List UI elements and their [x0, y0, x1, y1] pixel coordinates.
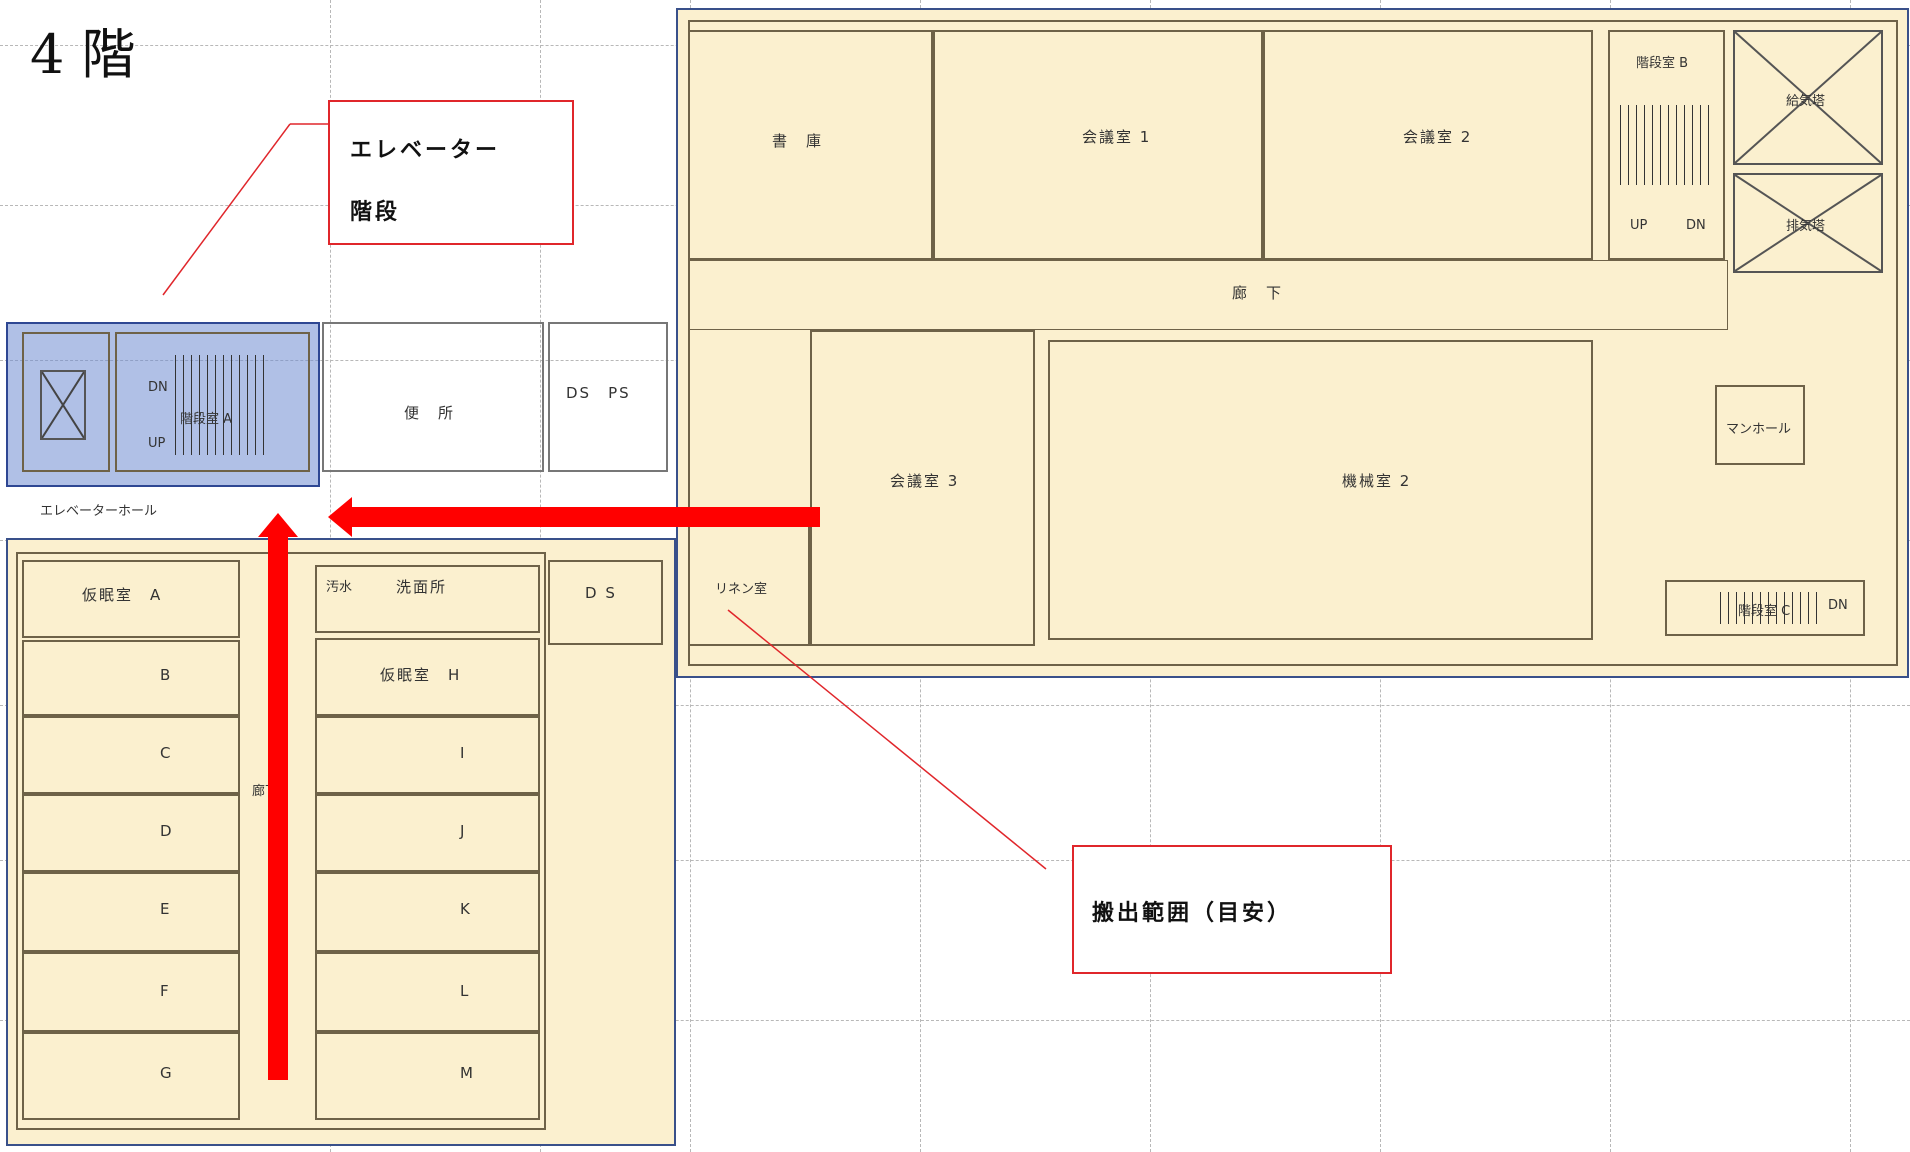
room-temp-a-label: 仮眠室 A	[82, 586, 163, 604]
arrow-horizontal-head	[328, 497, 352, 537]
room-k-label: K	[460, 900, 472, 918]
room-stair-a-label: 階段室 A	[180, 412, 233, 427]
floor-title: 4 階	[30, 23, 136, 86]
callout-stairs-text: 階段	[350, 200, 401, 225]
callout-elevator-stairs: エレベーター 階段	[328, 100, 574, 245]
callout-carry-out-text: 搬出範囲（目安）	[1092, 901, 1293, 926]
corridor-west-label: 廊下	[252, 784, 279, 799]
room-l-label: L	[460, 982, 471, 1000]
room-supply-tower-label: 給気塔	[1786, 94, 1826, 109]
room-d-label: D	[160, 822, 174, 840]
stair-c-dn-label: DN	[1828, 598, 1848, 613]
elevator-hall-label: エレベーターホール	[40, 504, 158, 519]
room-machine2-label: 機械室 2	[1342, 472, 1412, 490]
room-ds-ps-label: DS PS	[566, 384, 631, 402]
room-toilet-label: 便 所	[404, 404, 456, 422]
callout-elevator-leader	[162, 123, 291, 296]
corridor-north-label: 廊 下	[1232, 284, 1284, 302]
room-e-label: E	[160, 900, 172, 918]
room-sink-label: 汚水	[326, 580, 353, 595]
room-j-label: J	[460, 822, 467, 840]
room-i-label: I	[460, 744, 467, 762]
room-c-label: C	[160, 744, 173, 762]
room-washroom-label: 洗面所	[396, 578, 448, 596]
room-exhaust-tower-label: 排気塔	[1786, 219, 1826, 234]
room-meeting3-label: 会議室 3	[890, 472, 960, 490]
stair-b-dn-label: DN	[1686, 218, 1706, 233]
stair-b-up-label: UP	[1630, 218, 1648, 233]
room-b-label: B	[160, 666, 173, 684]
arrow-vertical-head	[258, 513, 298, 537]
room-temp-h-label: 仮眠室 H	[380, 666, 462, 684]
stair-a-up-label: UP	[148, 436, 166, 451]
room-stair-b-label: 階段室 B	[1636, 56, 1689, 71]
room-f-label: F	[160, 982, 171, 1000]
callout-elevator-text: エレベーター	[350, 138, 501, 163]
room-g-label: G	[160, 1064, 174, 1082]
room-manhole-label: マンホール	[1726, 422, 1792, 437]
elevator-stair-zone	[6, 322, 320, 487]
room-meeting1-label: 会議室 1	[1082, 128, 1152, 146]
room-linen-label: リネン室	[715, 582, 768, 597]
room-stair-c-label: 階段室 C	[1738, 604, 1791, 619]
room-ds-label: D S	[585, 584, 617, 602]
room-m-label: M	[460, 1064, 475, 1082]
stair-a-dn-label: DN	[148, 380, 168, 395]
room-meeting2-label: 会議室 2	[1403, 128, 1473, 146]
room-library-label: 書 庫	[772, 132, 824, 150]
callout-carry-out-range: 搬出範囲（目安）	[1072, 845, 1392, 974]
